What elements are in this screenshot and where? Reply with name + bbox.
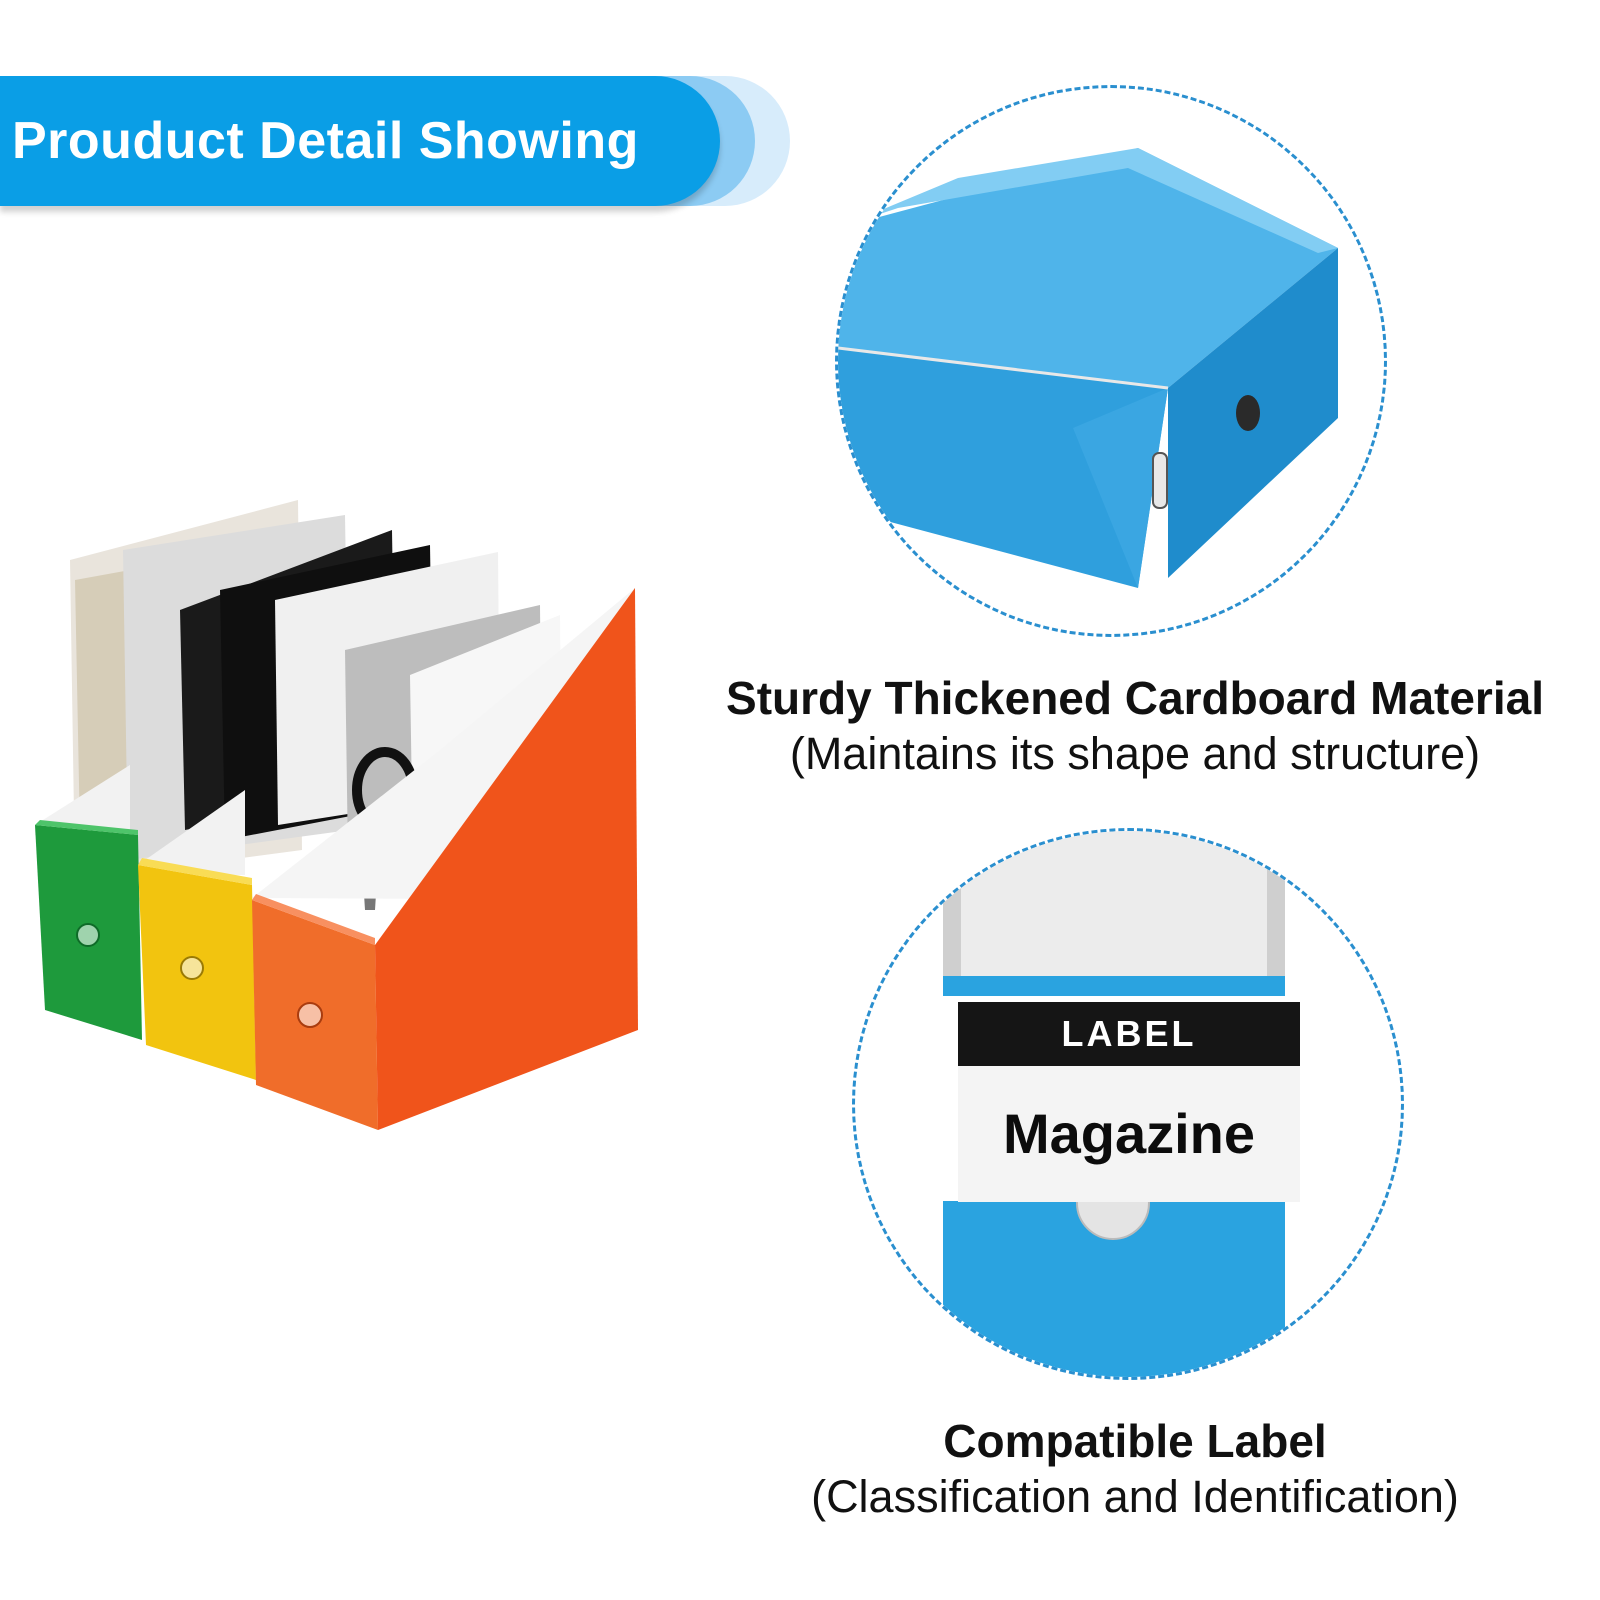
orange-holder-side: [375, 588, 638, 1130]
holder-left-edge: [943, 831, 961, 986]
banner-main-layer: [0, 76, 720, 206]
holder-top-rim: [943, 976, 1285, 996]
banner-title: Prouduct Detail Showing: [12, 112, 639, 170]
orange-holder-rim: [252, 894, 375, 945]
box-finger-hole: [1236, 395, 1260, 431]
orange-holder-finger-hole: [297, 1002, 323, 1028]
box-corner-flap: [1073, 388, 1168, 588]
feature-subtitle-label: (Classification and Identification): [811, 1471, 1459, 1522]
feature-caption-label: Compatible Label (Classification and Ide…: [685, 1413, 1585, 1525]
yellow-holder-rim: [138, 858, 252, 885]
detail-circle-material: [835, 85, 1387, 637]
feature-title-material: Sturdy Thickened Cardboard Material: [726, 672, 1544, 724]
feature-subtitle-material: (Maintains its shape and structure): [789, 728, 1481, 779]
yellow-holder-finger-hole: [180, 956, 204, 980]
header-banner: Prouduct Detail Showing: [0, 76, 790, 206]
holder-inner-wall: [943, 831, 1285, 986]
book-photo-art: [75, 570, 135, 835]
box-front-face: [838, 348, 1168, 588]
feature-title-label: Compatible Label: [943, 1415, 1327, 1467]
yellow-holder-inner: [138, 790, 245, 875]
green-holder-rim: [35, 820, 138, 835]
label-header: LABEL: [958, 1002, 1300, 1066]
label-value: Magazine: [958, 1066, 1300, 1202]
box-top-highlight: [838, 148, 1338, 253]
box-edge-line: [838, 346, 1169, 390]
feature-caption-material: Sturdy Thickened Cardboard Material (Mai…: [685, 670, 1585, 782]
holder-right-edge: [1267, 831, 1285, 986]
magazine-holders-image: [35, 500, 638, 1130]
label-card: LABEL Magazine: [958, 1002, 1300, 1202]
box-slot: [1152, 452, 1168, 509]
green-holder-inner: [35, 765, 130, 835]
blue-box-corner-image: [838, 88, 1384, 588]
green-holder-finger-hole: [76, 923, 100, 947]
box-top-face: [838, 148, 1338, 388]
